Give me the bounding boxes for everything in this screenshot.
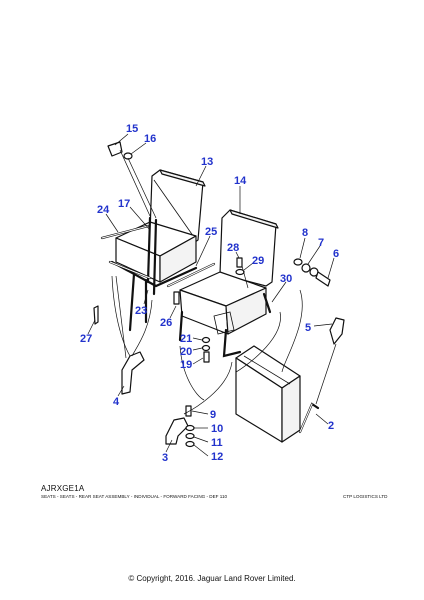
callout-9: 9 <box>210 409 216 421</box>
callout-6: 6 <box>333 248 339 260</box>
left-seat-rail-23 <box>108 260 152 280</box>
right-seat-cushion <box>179 271 267 335</box>
right-seat-frame <box>178 292 272 358</box>
callout-30: 30 <box>280 273 292 285</box>
callout-16: 16 <box>144 133 156 145</box>
hinge-pivot-15-16 <box>107 141 157 219</box>
callout-21: 21 <box>180 333 192 345</box>
callout-8: 8 <box>302 227 308 239</box>
callout-7: 7 <box>318 237 324 249</box>
diagram-reference: AJRXGE1A <box>41 484 85 493</box>
left-seat-frame <box>110 216 198 332</box>
callout-15: 15 <box>126 123 138 135</box>
bolt-set-6-7-8 <box>293 258 331 287</box>
fixings-9-10-11-12 <box>185 405 195 448</box>
callout-28: 28 <box>227 242 239 254</box>
right-seat-backrest <box>219 209 279 287</box>
bracket-4 <box>115 275 145 395</box>
left-seat-trim-bar-25 <box>166 262 216 288</box>
diagram-description: SEATS - SEATS - REAR SEAT ASSEMBLY - IND… <box>41 494 228 499</box>
callout-24: 24 <box>97 204 110 216</box>
bracket-3 <box>165 417 189 445</box>
callout-leaders <box>87 133 335 457</box>
callout-3: 3 <box>162 452 168 464</box>
callout-12: 12 <box>211 451 223 463</box>
callout-labels: 15 16 13 14 17 24 25 28 29 8 7 6 30 23 2… <box>80 123 339 464</box>
callout-23: 23 <box>135 305 147 317</box>
vendor-label: CTP LOGISTICS LTD <box>343 494 388 499</box>
fixing-26 <box>173 291 180 305</box>
fixing-27 <box>93 305 99 325</box>
callout-25: 25 <box>205 226 217 238</box>
callout-14: 14 <box>234 175 247 187</box>
storage-box <box>235 345 301 443</box>
callout-19: 19 <box>180 359 192 371</box>
callout-11: 11 <box>211 437 223 449</box>
left-seat-trim-bar-24 <box>100 224 150 240</box>
callout-17: 17 <box>118 198 130 210</box>
fixings-19-20-21 <box>201 336 211 363</box>
tie-bar-2 <box>298 402 320 434</box>
callout-2: 2 <box>328 420 334 432</box>
right-seat-fixings-28-29 <box>235 257 249 289</box>
bracket-5 <box>315 317 345 405</box>
copyright-notice: © Copyright, 2016. Jaguar Land Rover Lim… <box>128 574 296 583</box>
assembly-lines <box>111 275 303 415</box>
callout-27: 27 <box>80 333 92 345</box>
callout-20: 20 <box>180 346 192 358</box>
callout-10: 10 <box>211 423 223 435</box>
callout-29: 29 <box>252 255 264 267</box>
callout-26: 26 <box>160 317 172 329</box>
callout-4: 4 <box>113 396 120 408</box>
callout-5: 5 <box>305 322 311 334</box>
callout-13: 13 <box>201 156 213 168</box>
